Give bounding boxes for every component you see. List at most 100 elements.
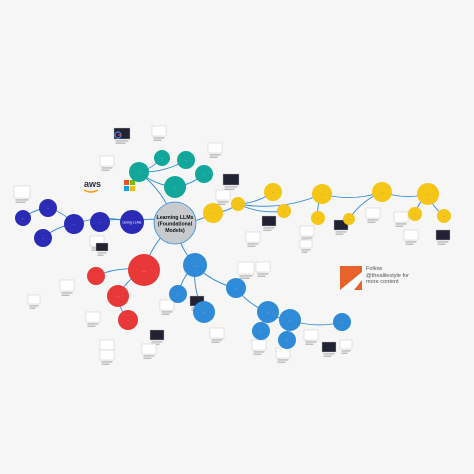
node-label: ...: [283, 209, 286, 213]
resource-thumbnail[interactable]: [13, 185, 31, 203]
resource-thumbnail[interactable]: [85, 311, 101, 327]
resource-thumbnail[interactable]: [149, 329, 165, 345]
node-teal-a[interactable]: ...: [154, 150, 170, 166]
resource-thumbnail[interactable]: [339, 339, 353, 354]
resource-thumbnail[interactable]: [222, 173, 240, 190]
resource-thumbnail[interactable]: [333, 219, 349, 235]
resource-thumbnail[interactable]: [393, 211, 409, 227]
node-label: ...: [174, 185, 177, 189]
node-yellow-hub[interactable]: ...: [203, 203, 223, 223]
resource-thumbnail[interactable]: [255, 261, 271, 277]
node-blue-e[interactable]: ...: [252, 322, 270, 340]
aws-smile-icon: [83, 189, 99, 193]
node-label: ...: [143, 268, 146, 272]
resource-thumbnail[interactable]: [209, 327, 225, 343]
node-label: ...: [138, 170, 141, 174]
resource-thumbnail[interactable]: [99, 155, 115, 171]
node-red-a[interactable]: ...: [87, 267, 105, 285]
node-yellow-a[interactable]: ...: [231, 197, 245, 211]
node-navy-hub[interactable]: Using LLMs: [120, 210, 144, 234]
resource-thumbnail[interactable]: [27, 294, 41, 309]
node-navy-e[interactable]: ...: [90, 212, 110, 232]
node-label: ...: [161, 156, 164, 160]
node-navy-b[interactable]: ...: [39, 199, 57, 217]
aws-logo: aws: [84, 179, 101, 189]
node-label: Using LLMs: [123, 220, 142, 224]
node-teal-c[interactable]: ...: [164, 176, 186, 198]
resource-thumbnail[interactable]: [151, 125, 167, 141]
node-navy-d[interactable]: ...: [15, 210, 31, 226]
node-label: ...: [177, 292, 180, 296]
resource-thumbnail[interactable]: [321, 341, 337, 357]
resource-thumbnail[interactable]: [159, 299, 175, 315]
node-navy-a[interactable]: ...: [64, 214, 84, 234]
resource-thumbnail[interactable]: [113, 127, 131, 144]
node-label: ...: [260, 329, 263, 333]
node-teal-hub[interactable]: ...: [129, 162, 149, 182]
node-label: ...: [381, 190, 384, 194]
resource-thumbnail[interactable]: [237, 261, 255, 279]
node-blue-a[interactable]: ...: [169, 285, 187, 303]
node-label: ...: [267, 310, 270, 314]
node-label: ...: [47, 206, 50, 210]
resource-thumbnail[interactable]: [215, 189, 231, 205]
brand-logos: aws: [83, 131, 135, 193]
node-label: ...: [427, 192, 430, 196]
resource-thumbnail[interactable]: [299, 239, 313, 253]
node-label: ...: [117, 294, 120, 298]
node-yellow-j[interactable]: ...: [437, 209, 451, 223]
node-blue-b[interactable]: ...: [193, 301, 215, 323]
resource-thumbnail[interactable]: [207, 142, 223, 158]
google-logo: [114, 131, 122, 139]
node-label: ...: [203, 310, 206, 314]
resource-thumbnail[interactable]: [303, 329, 319, 345]
resource-thumbnail[interactable]: [299, 225, 315, 241]
node-blue-c[interactable]: ...: [226, 278, 246, 298]
root-title-line-3: Models): [165, 228, 185, 234]
node-label: ...: [237, 202, 240, 206]
node-blue-f[interactable]: ...: [279, 309, 301, 331]
node-label: ...: [443, 214, 446, 218]
root-node[interactable]: Learning LLMs (Foundational Models): [153, 201, 197, 245]
node-red-hub[interactable]: ...: [128, 254, 160, 286]
node-red-c[interactable]: ...: [118, 310, 138, 330]
resource-thumbnail[interactable]: [245, 231, 261, 247]
node-label: ...: [321, 192, 324, 196]
follow-line-3: more content: [366, 279, 399, 286]
resource-thumbnail[interactable]: [275, 347, 291, 363]
node-label: ...: [348, 217, 351, 221]
node-blue-g[interactable]: ...: [278, 331, 296, 349]
microsoft-logo: [124, 180, 135, 191]
node-yellow-i[interactable]: ...: [408, 207, 422, 221]
resource-thumbnail[interactable]: [59, 279, 75, 296]
node-blue-d[interactable]: ...: [257, 301, 279, 323]
node-yellow-d[interactable]: ...: [312, 184, 332, 204]
resource-thumbnail[interactable]: [261, 215, 277, 231]
follow-line-2[interactable]: @thealilestyle for: [366, 272, 409, 279]
resource-thumbnail[interactable]: [403, 229, 419, 245]
resource-thumbnail[interactable]: [365, 207, 381, 223]
node-label: ...: [212, 211, 215, 215]
node-yellow-g[interactable]: ...: [343, 213, 355, 225]
node-yellow-h[interactable]: ...: [417, 183, 439, 205]
node-navy-c[interactable]: ...: [34, 229, 52, 247]
node-yellow-f[interactable]: ...: [372, 182, 392, 202]
node-label: ...: [203, 172, 206, 176]
node-yellow-e[interactable]: ...: [311, 211, 325, 225]
resource-thumbnail[interactable]: [99, 349, 115, 365]
node-label: ...: [414, 212, 417, 216]
node-yellow-b[interactable]: ...: [264, 183, 282, 201]
node-yellow-c[interactable]: ...: [277, 204, 291, 218]
node-red-b[interactable]: ...: [107, 285, 129, 307]
node-blue-hub[interactable]: ...: [183, 253, 207, 277]
node-teal-d[interactable]: ...: [195, 165, 213, 183]
node-label: ...: [289, 318, 292, 322]
node-teal-b[interactable]: ...: [177, 151, 195, 169]
resource-thumbnail[interactable]: [251, 339, 267, 355]
node-label: ...: [194, 263, 197, 267]
resource-thumbnail[interactable]: [435, 229, 451, 245]
node-label: ...: [127, 318, 130, 322]
node-blue-h[interactable]: ...: [333, 313, 351, 331]
resource-thumbnail[interactable]: [95, 242, 109, 256]
resource-thumbnail[interactable]: [141, 343, 157, 359]
